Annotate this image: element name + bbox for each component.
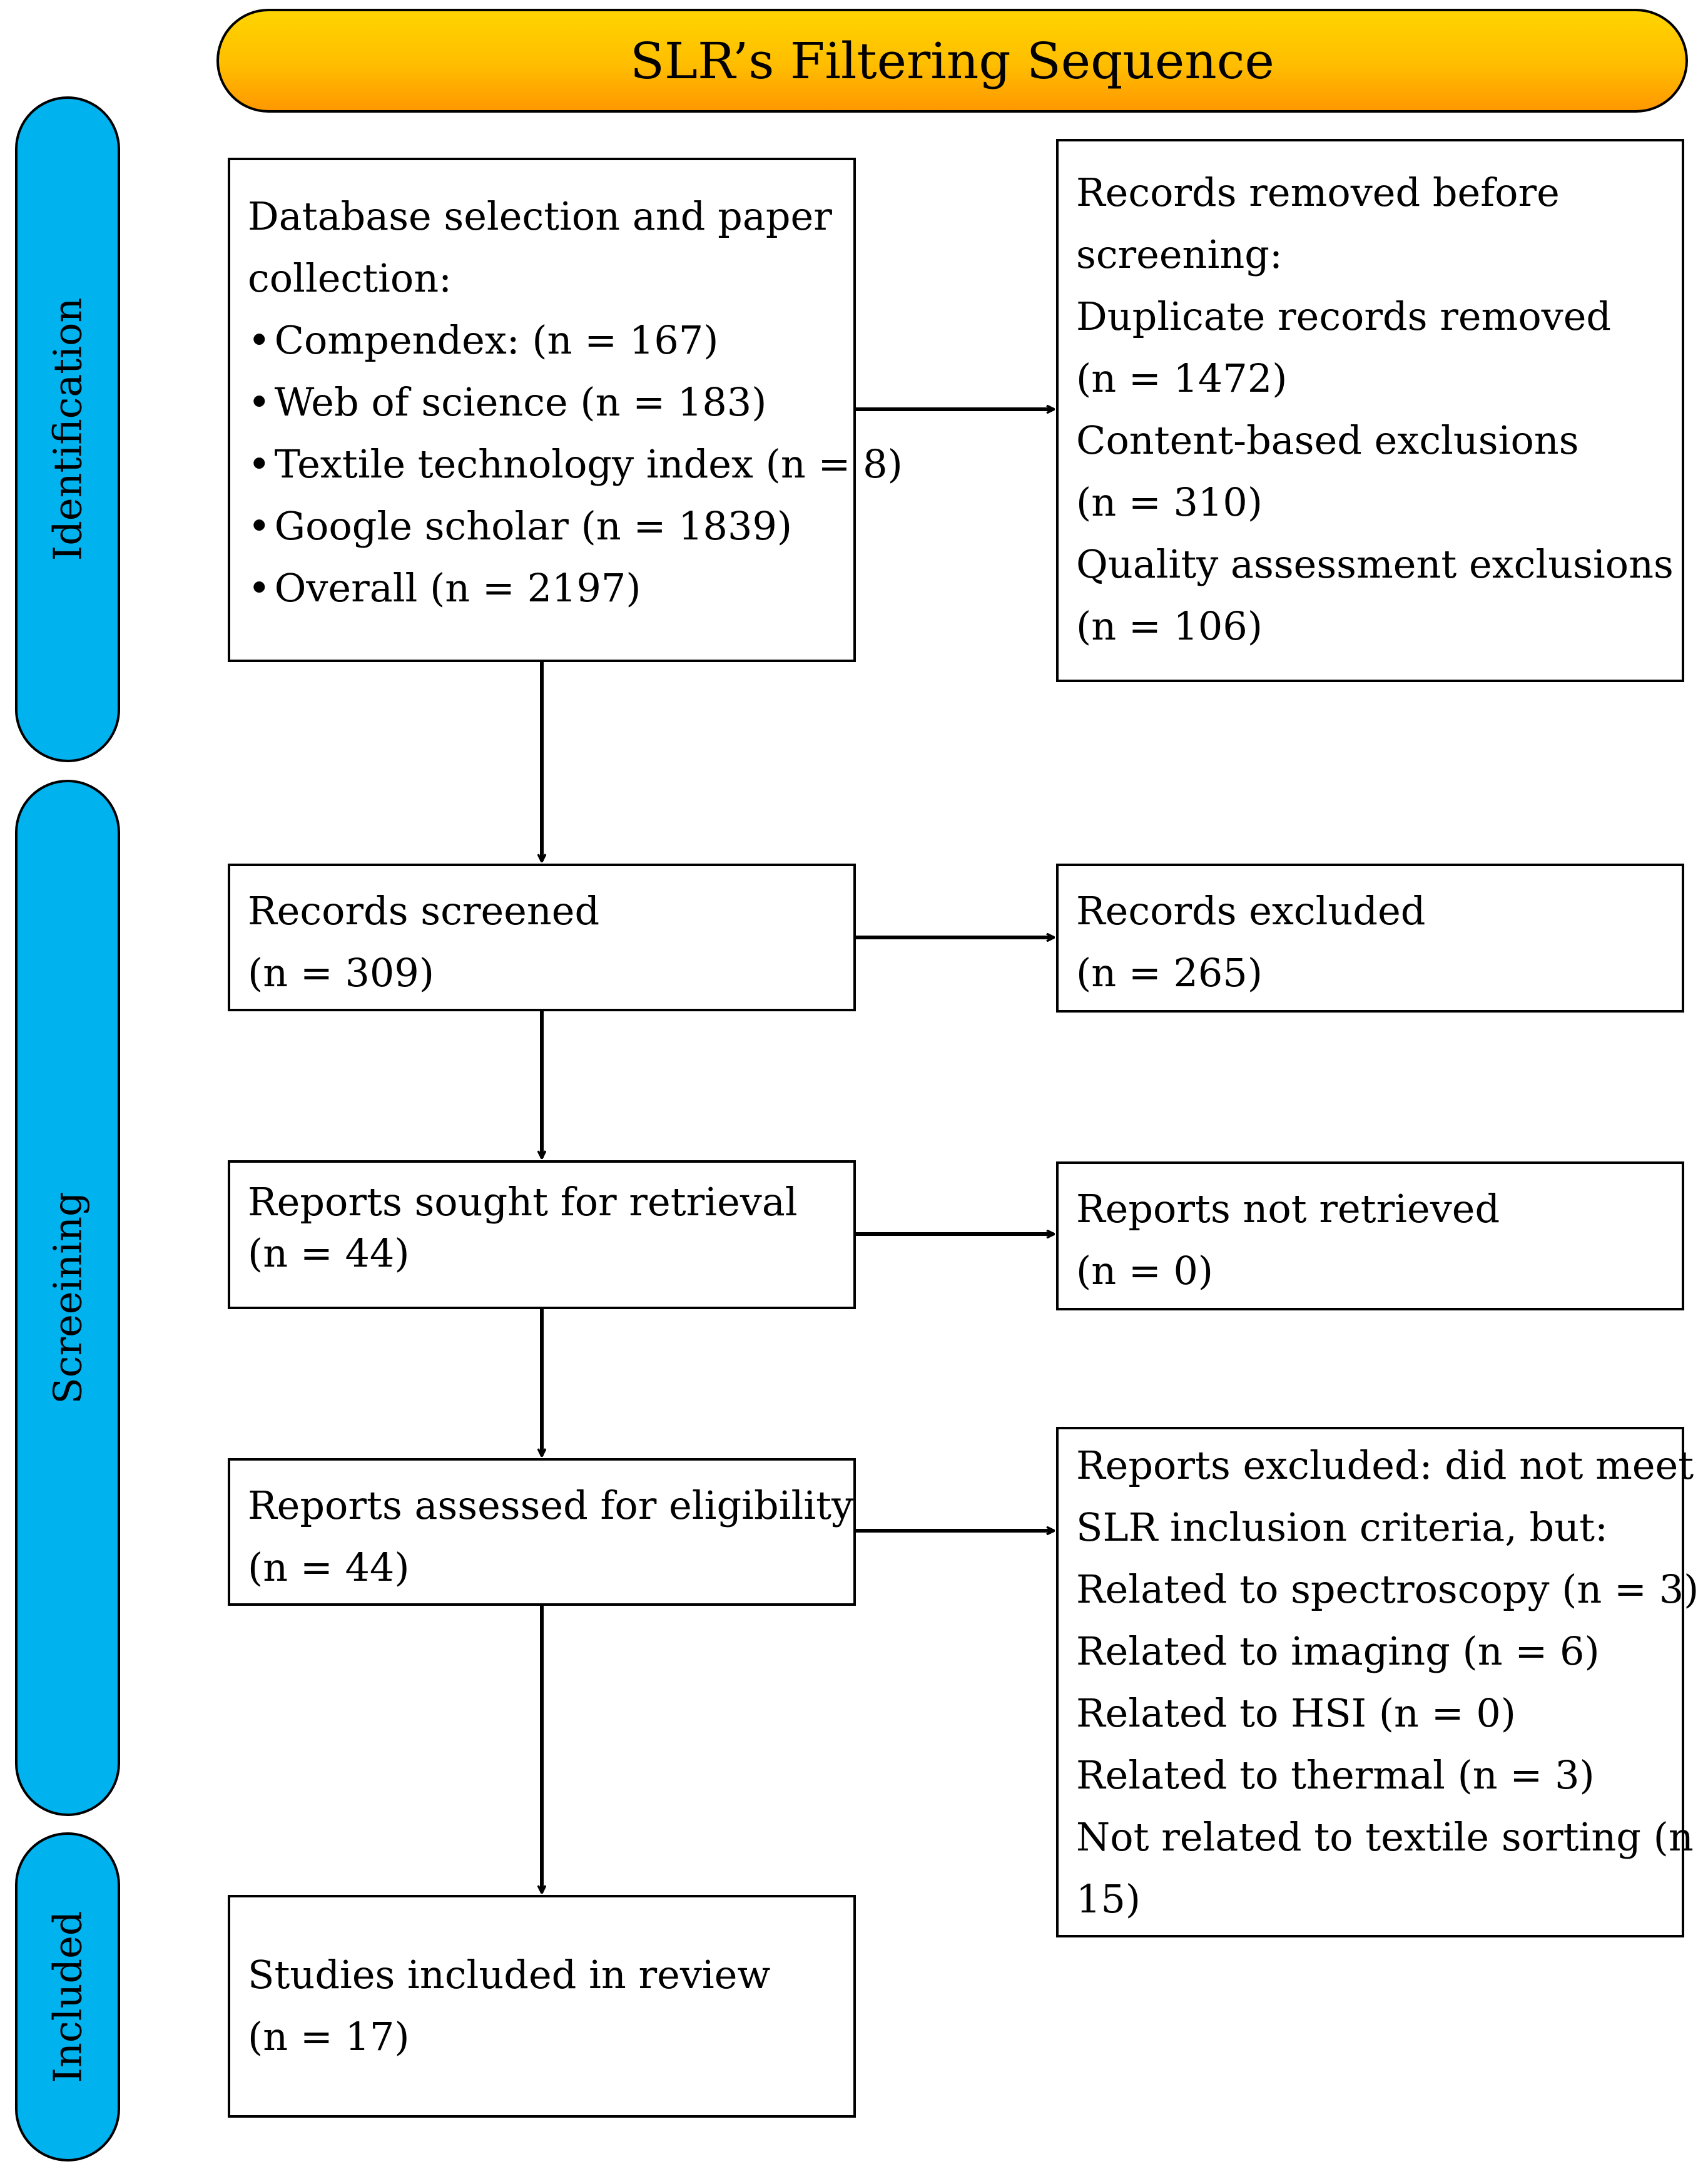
screened-label: Records screened [248, 888, 600, 934]
removed-line: screening: [1076, 232, 1283, 277]
removed-box: Records removed before screening: Duplic… [1056, 139, 1684, 682]
excluded-box: Records excluded (n = 265) [1056, 864, 1684, 1013]
removed-line: Quality assessment exclusions [1076, 541, 1674, 587]
database-item-web-of-science: Web of science (n = 183) [248, 371, 853, 433]
removed-line: (n = 106) [1076, 603, 1263, 649]
included-count: (n = 17) [248, 2014, 410, 2059]
included-box: Studies included in review (n = 17) [228, 1895, 856, 2118]
removed-line: Records removed before [1076, 170, 1560, 215]
identification-heading-line2: collection: [248, 255, 452, 301]
diagram-title: SLR’s Filtering Sequence [630, 31, 1274, 90]
not-retrieved-box: Reports not retrieved (n = 0) [1056, 1161, 1684, 1310]
removed-line: Content-based exclusions [1076, 417, 1579, 463]
reports-excluded-line: Related to spectroscopy (n = 3) [1076, 1566, 1699, 1612]
identification-box: Database selection and paper collection:… [228, 158, 903, 662]
not-retrieved-label: Reports not retrieved [1076, 1186, 1500, 1232]
removed-line: (n = 310) [1076, 479, 1263, 525]
phase-included: Included [15, 1832, 120, 2161]
reports-excluded-line: Related to imaging (n = 6) [1076, 1628, 1600, 1674]
database-item-textile-index: Textile technology index (n = 8) [248, 433, 903, 495]
excluded-count: (n = 265) [1076, 950, 1263, 996]
reports-excluded-line: Not related to textile sorting (n = [1076, 1814, 1708, 1860]
database-item-overall: Overall (n = 2197) [248, 557, 853, 619]
removed-line: Duplicate records removed [1076, 293, 1612, 339]
title-banner: SLR’s Filtering Sequence [216, 9, 1688, 113]
removed-line: (n = 1472) [1076, 355, 1288, 401]
identification-heading-line1: Database selection and paper [248, 193, 832, 239]
sought-count: (n = 44) [248, 1230, 410, 1276]
reports-excluded-line: Related to thermal (n = 3) [1076, 1752, 1595, 1798]
sought-box: Reports sought for retrieval (n = 44) [228, 1160, 856, 1309]
reports-excluded-line: Reports excluded: did not meet [1076, 1442, 1694, 1488]
phase-identification: Identification [15, 96, 120, 762]
database-item-google-scholar: Google scholar (n = 1839) [248, 495, 853, 557]
included-label: Studies included in review [248, 1952, 771, 1998]
assessed-box: Reports assessed for eligibility (n = 44… [228, 1458, 856, 1606]
screened-count: (n = 309) [248, 950, 435, 996]
excluded-label: Records excluded [1076, 888, 1426, 934]
phase-screening: Screeining [15, 780, 120, 1816]
reports-excluded-line: Related to HSI (n = 0) [1076, 1690, 1516, 1736]
reports-excluded-box: Reports excluded: did not meet SLR inclu… [1056, 1427, 1708, 1937]
database-item-compendex: Compendex: (n = 167) [248, 309, 853, 371]
reports-excluded-line: 15) [1076, 1876, 1141, 1922]
reports-excluded-line: SLR inclusion criteria, but: [1076, 1504, 1608, 1550]
assessed-label: Reports assessed for eligibility [248, 1483, 854, 1528]
assessed-count: (n = 44) [248, 1544, 410, 1590]
screened-box: Records screened (n = 309) [228, 864, 856, 1011]
sought-label: Reports sought for retrieval [248, 1179, 798, 1225]
not-retrieved-count: (n = 0) [1076, 1248, 1214, 1294]
